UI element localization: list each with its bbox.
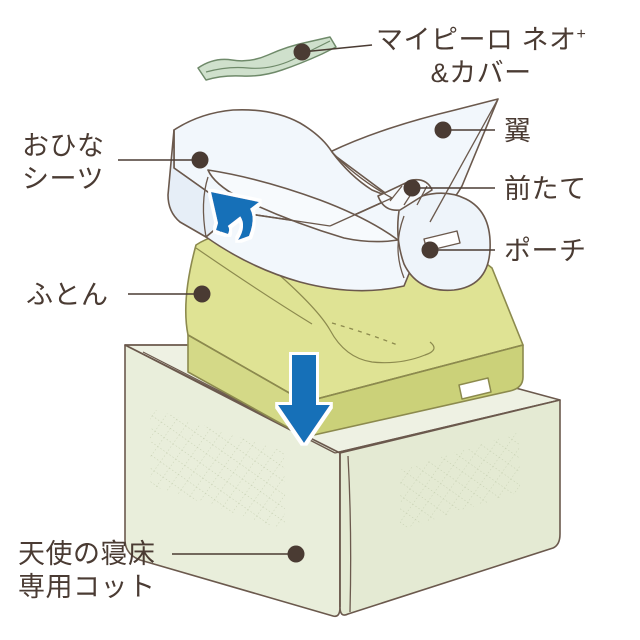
label-mypillo-neo-cover: マイピーロ ネオ+ &カバー	[376, 24, 586, 90]
label-futon: ふとん	[26, 280, 109, 310]
dot-pouch	[421, 241, 439, 259]
label-cot-line2: 専用コット	[18, 571, 156, 602]
sheet-tie-strip	[207, 169, 399, 243]
dot-tsubasa	[434, 121, 452, 139]
sheet-inner-fold	[202, 176, 209, 238]
futon-contour-1	[195, 247, 313, 325]
leader-dots	[191, 43, 452, 563]
cot-top-fold-b	[334, 399, 561, 454]
leader-pillow	[301, 44, 373, 53]
futon-handle-slot	[458, 377, 492, 400]
part-pillow	[197, 36, 337, 81]
sheet-seam-1	[331, 151, 393, 199]
cot-mesh-left	[150, 408, 285, 530]
dot-pillow	[293, 43, 311, 61]
label-mypillo-superscript: +	[576, 26, 587, 43]
sheet-body	[205, 197, 431, 292]
label-tsubasa: 翼	[504, 116, 532, 146]
leader-lines	[118, 44, 495, 555]
tuck-arrow	[211, 192, 259, 240]
label-ohina-line1: おひな	[22, 131, 105, 161]
wing-inner-edge	[429, 98, 499, 223]
dot-maetate	[403, 179, 421, 197]
dot-cot	[287, 545, 305, 563]
cot-mesh-right	[400, 432, 520, 530]
label-maetate: 前たて	[504, 174, 587, 204]
pillow-fold	[205, 40, 331, 73]
futon-front-side	[304, 344, 524, 438]
cot-corner-seam-2	[347, 455, 352, 613]
placket-stripe-3	[416, 185, 428, 206]
pillow-body	[197, 36, 337, 81]
label-mypillo-line1: マイピーロ ネオ+	[376, 25, 587, 55]
label-ohina-line2: シーツ	[22, 163, 104, 194]
label-pouch: ポーチ	[504, 236, 587, 266]
pouch-end-cap	[397, 215, 405, 279]
futon-contour-2	[275, 271, 435, 364]
label-cot-line1: 天使の寝床	[18, 539, 156, 569]
label-mypillo-line2: &カバー	[430, 57, 532, 88]
sheet-seam-3	[329, 197, 393, 227]
place-arrow	[278, 355, 330, 443]
label-ohina-sheets: おひな シーツ	[22, 130, 105, 196]
dot-futon	[193, 285, 211, 303]
futon-dashed-seam	[331, 322, 401, 347]
dot-ohina	[191, 151, 209, 169]
label-cot: 天使の寝床 専用コット	[18, 538, 156, 604]
